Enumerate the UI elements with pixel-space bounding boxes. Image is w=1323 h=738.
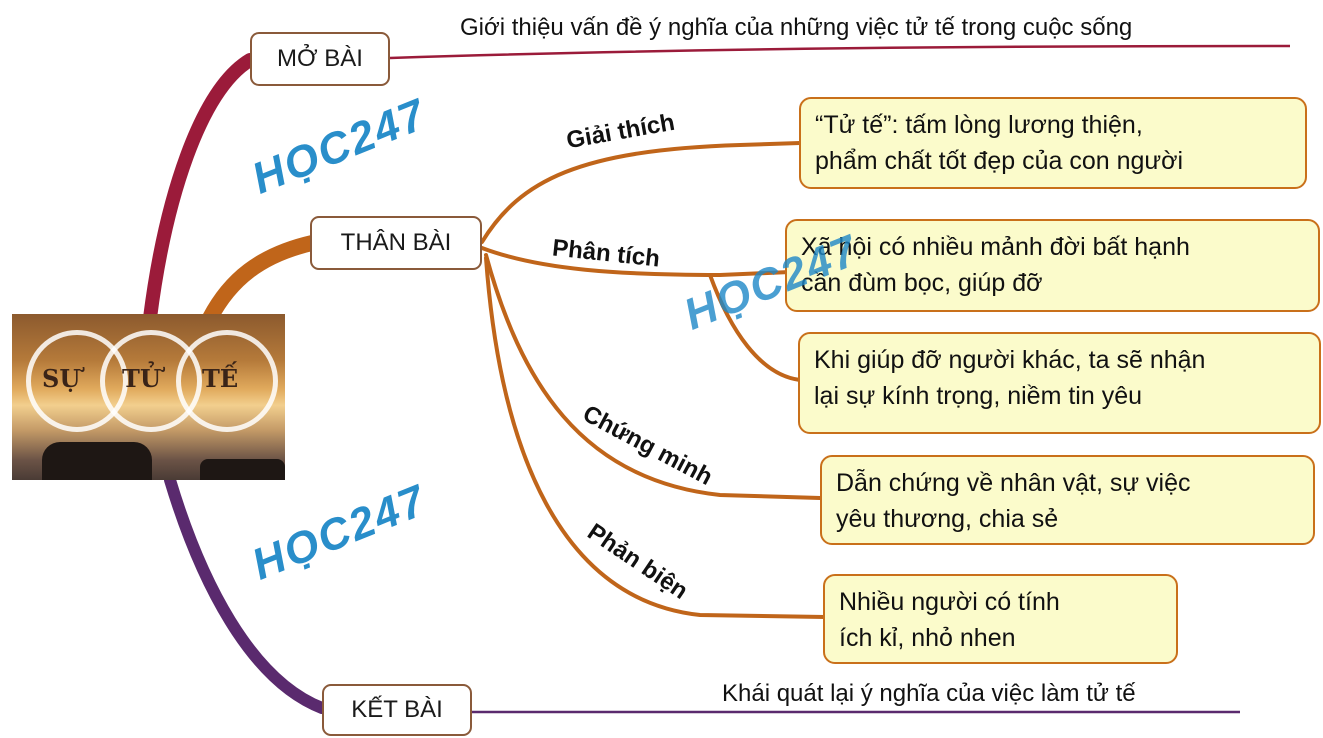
node-ket-bai: KẾT BÀI bbox=[322, 684, 472, 736]
node-ket-bai-label: KẾT BÀI bbox=[351, 696, 443, 723]
leaf-phan-tich-2: Khi giúp đỡ người khác, ta sẽ nhận lại s… bbox=[798, 332, 1321, 434]
link-phan-tich bbox=[480, 246, 792, 278]
node-mo-bai-label: MỞ BÀI bbox=[277, 45, 363, 72]
leaf-phan-bien-line2: ích kỉ, nhỏ nhen bbox=[839, 624, 1016, 652]
ket-bai-text: Khái quát lại ý nghĩa của việc làm tử tế bbox=[722, 680, 1136, 707]
link-giai-thich bbox=[480, 141, 802, 244]
leaf-giai-thich-line1: “Tử tế”: tấm lòng lương thiện, bbox=[815, 111, 1143, 139]
center-word-3: TẾ bbox=[202, 364, 239, 393]
puzzle-piece-left bbox=[42, 442, 152, 480]
link-chung-minh bbox=[484, 253, 822, 500]
leaf-phan-tich-2-line1: Khi giúp đỡ người khác, ta sẽ nhận bbox=[814, 346, 1206, 374]
leaf-phan-tich-1-line1: Xã hội có nhiều mảnh đời bất hạnh bbox=[801, 233, 1190, 261]
leaf-phan-tich-1: Xã hội có nhiều mảnh đời bất hạnh cần đù… bbox=[785, 219, 1320, 312]
leaf-chung-minh-line2: yêu thương, chia sẻ bbox=[836, 505, 1059, 533]
link-phan-bien bbox=[484, 256, 827, 619]
leaf-phan-tich-1-line2: cần đùm bọc, giúp đỡ bbox=[801, 269, 1043, 297]
branch-mo-bai bbox=[143, 53, 257, 325]
branch-ket-bai bbox=[164, 474, 328, 714]
ring-right bbox=[176, 330, 278, 432]
leaf-giai-thich-line2: phẩm chất tốt đẹp của con người bbox=[815, 147, 1184, 175]
branch-than-bai bbox=[202, 235, 320, 326]
mo-bai-text: Giới thiệu vấn đề ý nghĩa của những việc… bbox=[460, 14, 1133, 41]
center-image: SỰ TỬ TẾ bbox=[12, 314, 285, 480]
leaf-chung-minh-line1: Dẫn chứng về nhân vật, sự việc bbox=[836, 469, 1191, 497]
puzzle-piece-right bbox=[200, 459, 285, 480]
leaf-phan-bien-line1: Nhiều người có tính bbox=[839, 588, 1060, 616]
link-phan-tich-leaf2 bbox=[708, 273, 802, 382]
node-than-bai-label: THÂN BÀI bbox=[340, 229, 452, 256]
leaf-phan-tich-2-line2: lại sự kính trọng, niềm tin yêu bbox=[814, 382, 1143, 410]
center-word-1: SỰ bbox=[42, 364, 81, 393]
center-word-2: TỬ bbox=[122, 364, 161, 393]
node-than-bai: THÂN BÀI bbox=[310, 216, 482, 270]
leaf-chung-minh: Dẫn chứng về nhân vật, sự việc yêu thươn… bbox=[820, 455, 1315, 545]
leaf-phan-bien: Nhiều người có tính ích kỉ, nhỏ nhen bbox=[823, 574, 1178, 664]
underline-mo-bai bbox=[389, 44, 1291, 60]
node-mo-bai: MỞ BÀI bbox=[250, 32, 390, 86]
leaf-giai-thich: “Tử tế”: tấm lòng lương thiện, phẩm chất… bbox=[799, 97, 1307, 189]
